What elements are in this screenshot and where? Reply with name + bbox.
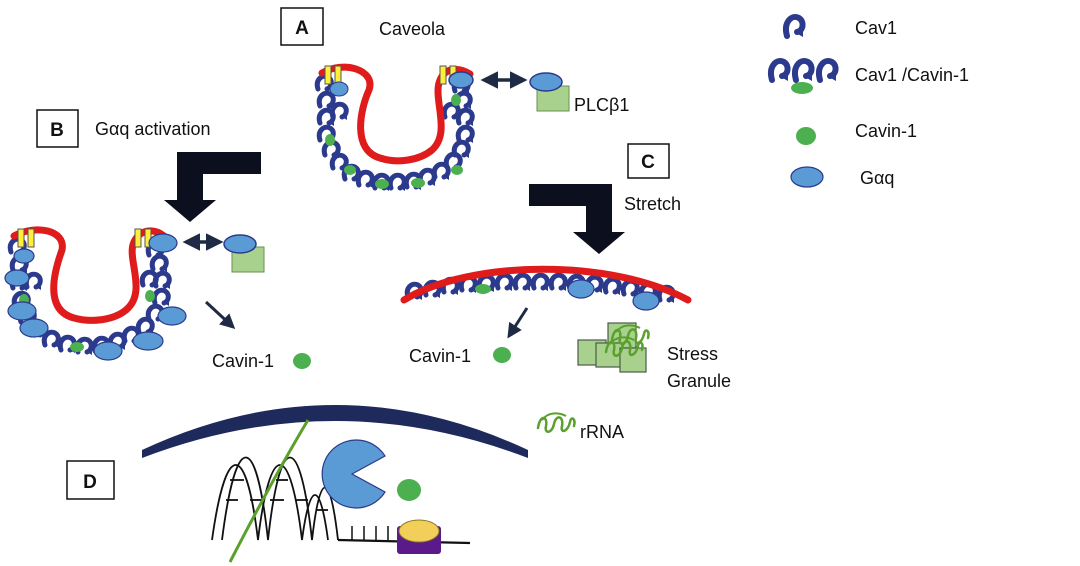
panel-b: B Gαq activation Cavin-1 (4, 109, 311, 371)
legend-cavin1-label: Cavin-1 (855, 121, 917, 141)
legend: Cav1 Cav1 /Cavin-1 Cavin-1 Gαq (771, 17, 969, 188)
legend-cavin1-row: Cavin-1 (796, 121, 917, 145)
transcription-factor-top (398, 519, 440, 543)
panel-b-letter: B (50, 120, 64, 141)
cavin1-dot-icon (796, 127, 816, 145)
bent-arrow-c (529, 184, 625, 254)
panel-c-title: Stretch (624, 194, 681, 214)
gaq-b-with-plc (223, 234, 257, 254)
stress-granule-label-line2: Granule (667, 371, 731, 391)
panel-a: A Caveola PLCβ1 (280, 7, 629, 191)
plc-label: PLCβ1 (574, 95, 629, 115)
panel-c-letter-box (627, 143, 670, 179)
gaq-a-with-plc (529, 72, 563, 92)
gaq-a-right (448, 71, 474, 89)
cavin-c-label: Cavin-1 (409, 346, 471, 366)
panel-c: C Stretch Cavin-1 Stress Granule (400, 143, 731, 442)
rrna-label: rRNA (580, 422, 624, 442)
panel-d: D (66, 405, 528, 563)
cavin-c-dot (493, 347, 511, 363)
gaq-c-1 (567, 279, 595, 299)
panel-a-letter: A (295, 18, 309, 39)
caveola-a-cavin-dots (325, 94, 463, 189)
panel-b-letter-box (36, 109, 79, 148)
gaq-a-left (329, 81, 349, 97)
panel-d-letter: D (83, 472, 97, 493)
gaq-c-2 (632, 291, 660, 311)
panel-a-letter-box (280, 7, 324, 46)
legend-gaq-row: Gαq (790, 166, 894, 188)
flattened-membrane (400, 265, 692, 304)
cavin-c-bound (475, 284, 491, 294)
legend-gaq-label: Gαq (860, 168, 894, 188)
gaq-oval-icon (790, 166, 824, 188)
panel-b-title: Gαq activation (95, 119, 210, 139)
panel-c-letter: C (641, 152, 655, 173)
cavin-d-dot (397, 479, 421, 501)
rna-polymerase-pacman (321, 439, 386, 509)
cavin-b-dot (293, 353, 311, 369)
legend-cav1-label: Cav1 (855, 18, 897, 38)
cavin-b-label: Cavin-1 (212, 351, 274, 371)
nuclear-envelope (142, 405, 528, 458)
rrna-icon (536, 412, 576, 434)
bent-arrow-b (164, 152, 261, 222)
legend-cav1-row: Cav1 (786, 17, 897, 38)
arrow-b-cavin-release (204, 300, 236, 330)
cav1-icon (786, 17, 803, 37)
stress-granule-label-line1: Stress (667, 344, 718, 364)
caveola-b-gaq (4, 233, 187, 361)
legend-cav1-cavin1-row: Cav1 /Cavin-1 (771, 61, 969, 94)
dna-double-helix (211, 456, 339, 541)
dna-strand-ticks (351, 526, 389, 541)
legend-cav1-cavin1-label: Cav1 /Cavin-1 (855, 65, 969, 85)
caveola-b-membrane (10, 226, 168, 324)
arrow-c-cavin-release (507, 307, 529, 339)
rrna-transcript-strand (228, 419, 310, 563)
cav1-cavin1-icon (771, 61, 836, 94)
panel-d-letter-box (66, 460, 115, 500)
panel-a-title: Caveola (379, 19, 446, 39)
